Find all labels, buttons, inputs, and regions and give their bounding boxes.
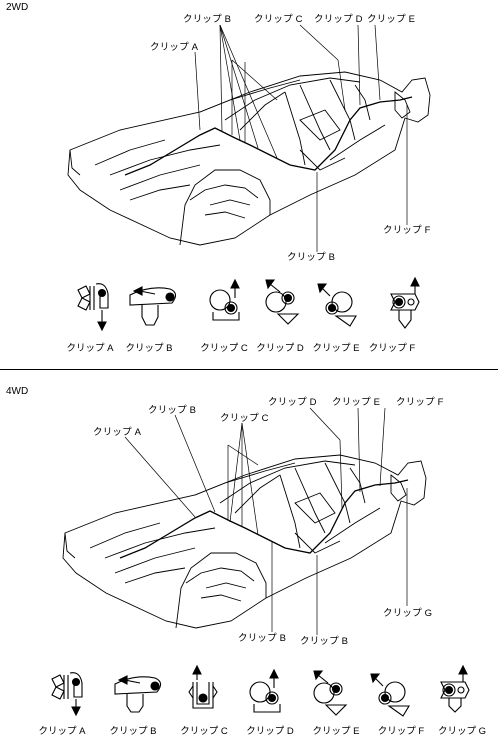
leader-lines-2wd — [194, 24, 408, 252]
clip-label-b-2wd: クリップ B — [125, 343, 173, 354]
clip-d-icon-4wd — [249, 668, 281, 713]
clip-g-icon-4wd — [440, 664, 470, 713]
clip-label-a-4wd: クリップ A — [38, 726, 86, 737]
clip-label-d-4wd: クリップ D — [246, 726, 294, 737]
callout-clip-c-4wd: クリップ C — [220, 413, 269, 424]
callout-clip-e-4wd: クリップ E — [332, 397, 381, 408]
callout-clip-b-bottom2-4wd: クリップ B — [300, 636, 349, 647]
callout-clip-d: クリップ D — [314, 14, 363, 25]
car-body-diagram-2wd — [67, 24, 431, 252]
callout-clip-b-top-4wd: クリップ B — [148, 405, 197, 416]
clip-f-icon — [390, 276, 420, 329]
callout-clip-b-top: クリップ B — [183, 14, 232, 25]
section-title-2wd: 2WD — [6, 2, 29, 13]
harness-4wd — [119, 479, 409, 559]
clip-d-icon — [265, 279, 300, 325]
callout-clip-b-bottom: クリップ B — [287, 252, 336, 263]
clip-label-c-2wd: クリップ C — [200, 343, 248, 354]
clip-label-d-2wd: クリップ D — [256, 343, 304, 354]
clip-e-icon — [317, 283, 357, 327]
callout-clip-g-4wd: クリップ G — [383, 608, 433, 619]
callout-clip-b-bottom1-4wd: クリップ B — [238, 633, 287, 644]
car-body-outline-4wd — [62, 454, 427, 629]
clip-label-f-2wd: クリップ F — [368, 343, 416, 354]
clip-label-e-2wd: クリップ E — [312, 343, 360, 354]
clip-icons-2wd — [77, 276, 420, 332]
clip-label-g-4wd: クリップ G — [437, 726, 487, 737]
clip-a-icon-4wd — [51, 672, 83, 717]
clip-c-icon-4wd — [188, 664, 218, 709]
harness-2wd — [124, 96, 413, 176]
clip-label-c-4wd: クリップ C — [180, 726, 228, 737]
callout-clip-f-4wd: クリップ F — [396, 397, 444, 408]
callout-clip-d-4wd: クリップ D — [268, 397, 317, 408]
clip-label-a-2wd: クリップ A — [66, 343, 114, 354]
section-divider — [0, 369, 498, 370]
clip-e-icon-4wd — [313, 670, 348, 716]
callout-clip-c: クリップ C — [254, 14, 303, 25]
clip-c-icon — [209, 278, 240, 321]
callout-clip-a-4wd: クリップ A — [93, 427, 142, 438]
callout-clip-e: クリップ E — [367, 14, 416, 25]
clip-label-e-4wd: クリップ E — [312, 726, 360, 737]
car-body-outline-2wd — [67, 71, 431, 246]
callout-clip-f: クリップ F — [383, 225, 431, 236]
section-title-4wd: 4WD — [6, 386, 29, 397]
clip-label-f-4wd: クリップ F — [377, 726, 425, 737]
clip-label-b-4wd: クリップ B — [109, 726, 157, 737]
clip-b-icon — [129, 286, 177, 326]
clip-b-icon-4wd — [114, 675, 162, 713]
clip-f-icon-4wd — [370, 673, 410, 717]
callout-clip-a: クリップ A — [150, 42, 199, 53]
clip-a-icon — [77, 283, 109, 332]
leader-lines-4wd — [124, 407, 408, 635]
